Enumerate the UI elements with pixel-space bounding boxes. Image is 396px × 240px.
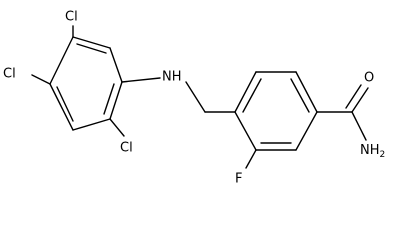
ring2-bond-f — [234, 111, 257, 151]
ring1-bond-a — [72, 36, 111, 49]
atom-nh2-subscript: 2 — [380, 150, 386, 160]
bond-cl-left — [31, 74, 51, 85]
atom-cl-left: Cl — [3, 67, 16, 82]
atom-nh2-main: NH — [360, 143, 380, 158]
bond-c-o-1 — [351, 87, 369, 113]
ring2-bond-a — [234, 71, 257, 113]
ring1-bond-d — [72, 118, 111, 131]
bond-ring-nh — [121, 77, 161, 83]
bond-c-f — [245, 149, 257, 169]
atom-nh: NH — [162, 70, 182, 85]
ring1-bond-c — [109, 81, 123, 120]
ring1-double-2 — [103, 83, 115, 115]
atom-cl-top: Cl — [65, 10, 78, 25]
bond-cl-bottom — [109, 118, 125, 137]
ring2-bond-d — [295, 111, 318, 151]
atom-f: F — [235, 172, 242, 187]
ring1-double-3 — [56, 86, 74, 122]
trichlorophenyl-ring — [49, 36, 123, 131]
ring2-double-1 — [242, 78, 262, 113]
atom-cl-bottom: Cl — [120, 141, 133, 156]
bond-c-o-2 — [345, 84, 362, 109]
bond-c-nh2 — [351, 111, 367, 141]
molecule-structure: Cl Cl Cl NH F O NH2 — [3, 10, 385, 187]
ring1-bond-b — [109, 47, 123, 83]
bond-nh-ch2 — [185, 81, 206, 113]
ring1-bond-f — [49, 36, 74, 85]
structure-canvas: Cl Cl Cl NH F O NH2 — [3, 10, 385, 187]
ring1-bond-e — [49, 83, 74, 131]
ring2-double-2 — [290, 78, 310, 113]
atom-o: O — [364, 71, 374, 86]
fluorobenzamide-ring — [234, 71, 318, 151]
atom-nh2: NH2 — [360, 143, 385, 160]
ring1-double-1 — [76, 43, 107, 54]
ring2-bond-c — [295, 71, 318, 113]
